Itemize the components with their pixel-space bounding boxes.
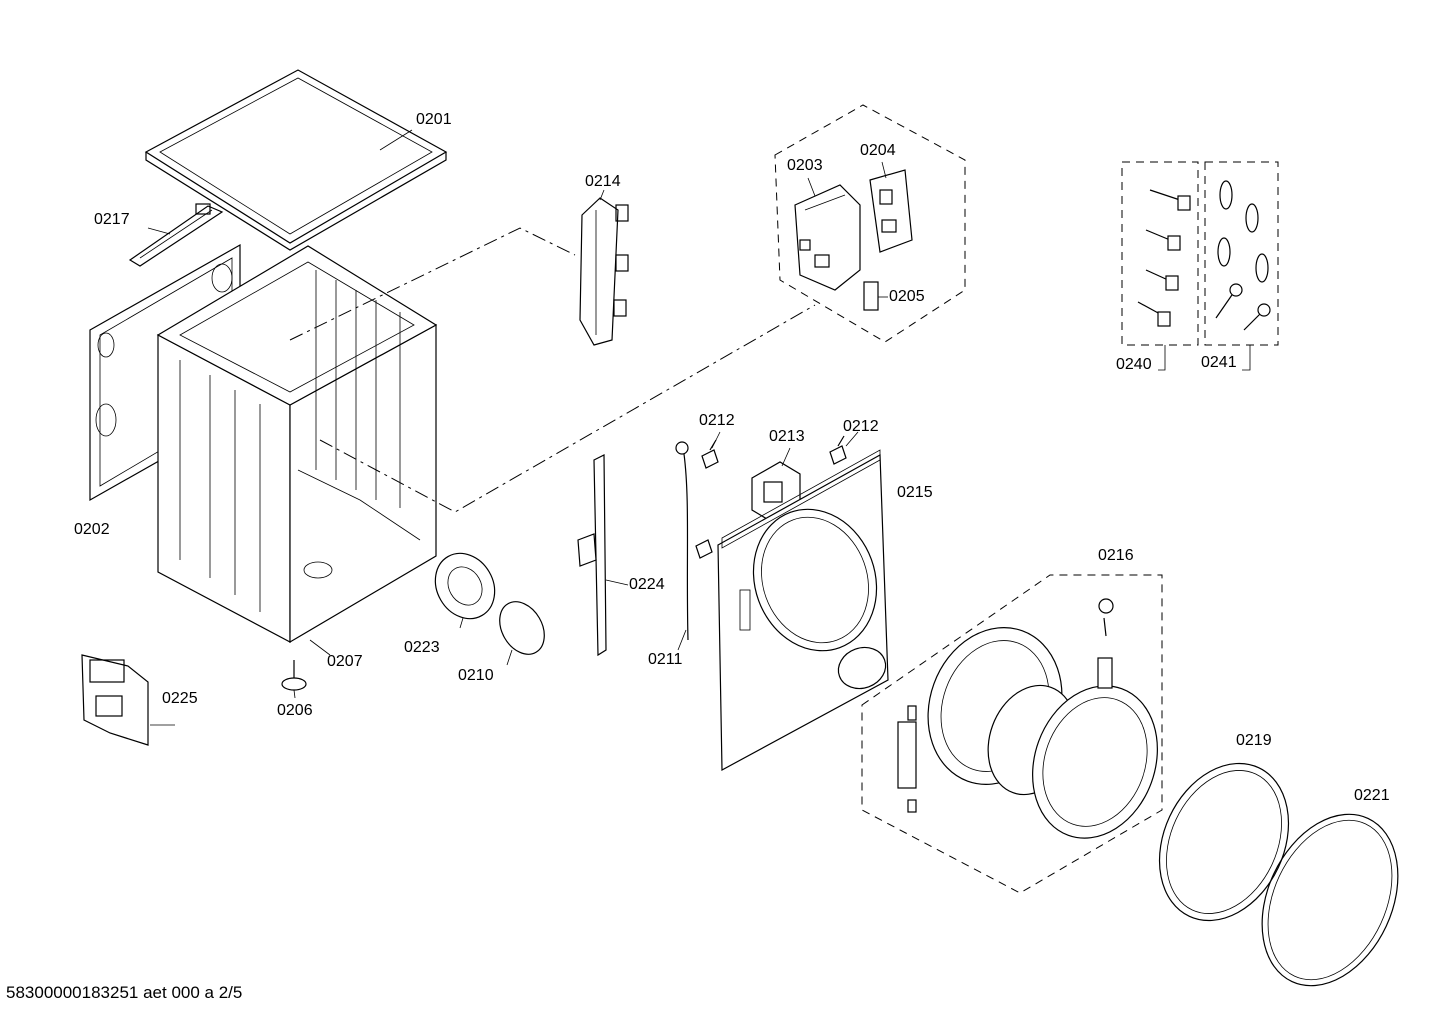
part-0204-control-board[interactable] — [869, 169, 913, 253]
part-0205-clip[interactable] — [863, 281, 879, 311]
part-0206-foot[interactable] — [281, 660, 307, 691]
label-0202: 0202 — [74, 521, 110, 538]
leader-lines — [147, 129, 888, 699]
part-0212-screw-left[interactable] — [695, 439, 719, 559]
part-0212-screw-right[interactable] — [829, 435, 847, 465]
part-0201-top-cover[interactable] — [144, 69, 448, 251]
part-0210-cover[interactable] — [491, 594, 554, 662]
label-0224: 0224 — [629, 576, 665, 593]
label-0219: 0219 — [1236, 732, 1272, 749]
label-0204: 0204 — [860, 142, 896, 159]
label-0207: 0207 — [327, 653, 363, 670]
label-0217: 0217 — [94, 211, 130, 228]
part-0223-housing[interactable] — [424, 543, 506, 630]
label-0201: 0201 — [416, 111, 452, 128]
part-0224-strip[interactable] — [577, 454, 607, 657]
part-0240-screws[interactable] — [1137, 189, 1191, 327]
part-0241-hooks[interactable] — [1215, 180, 1271, 331]
label-0214: 0214 — [585, 173, 621, 190]
label-0240: 0240 — [1116, 356, 1152, 373]
part-0214-rail[interactable] — [579, 197, 629, 346]
label-0213: 0213 — [769, 428, 805, 445]
part-0225-module[interactable] — [81, 654, 175, 746]
part-0216-door-assembly[interactable] — [897, 598, 1178, 856]
label-0241: 0241 — [1201, 354, 1237, 371]
label-0212-left: 0212 — [699, 412, 735, 429]
label-0206: 0206 — [277, 702, 313, 719]
label-0210: 0210 — [458, 667, 494, 684]
part-0221-door-ring[interactable] — [1236, 792, 1424, 1008]
label-0211: 0211 — [648, 651, 683, 668]
label-0221: 0221 — [1354, 787, 1390, 804]
label-0205: 0205 — [889, 288, 925, 305]
label-0203: 0203 — [787, 157, 823, 174]
label-0216: 0216 — [1098, 547, 1134, 564]
label-0212-right: 0212 — [843, 418, 879, 435]
label-0225: 0225 — [162, 690, 198, 707]
part-0217-bracket[interactable] — [128, 203, 224, 267]
part-0219-outer-ring[interactable] — [1135, 742, 1313, 941]
part-0203-control-housing[interactable] — [794, 184, 861, 291]
label-0215: 0215 — [897, 484, 933, 501]
part-0215-front-panel[interactable] — [717, 449, 896, 771]
label-0223: 0223 — [404, 639, 440, 656]
part-0207-cabinet[interactable] — [156, 245, 438, 644]
part-0211-wire[interactable] — [675, 441, 689, 641]
diagram-reference-footer: 58300000183251 aet 000 a 2/5 — [6, 983, 243, 1002]
